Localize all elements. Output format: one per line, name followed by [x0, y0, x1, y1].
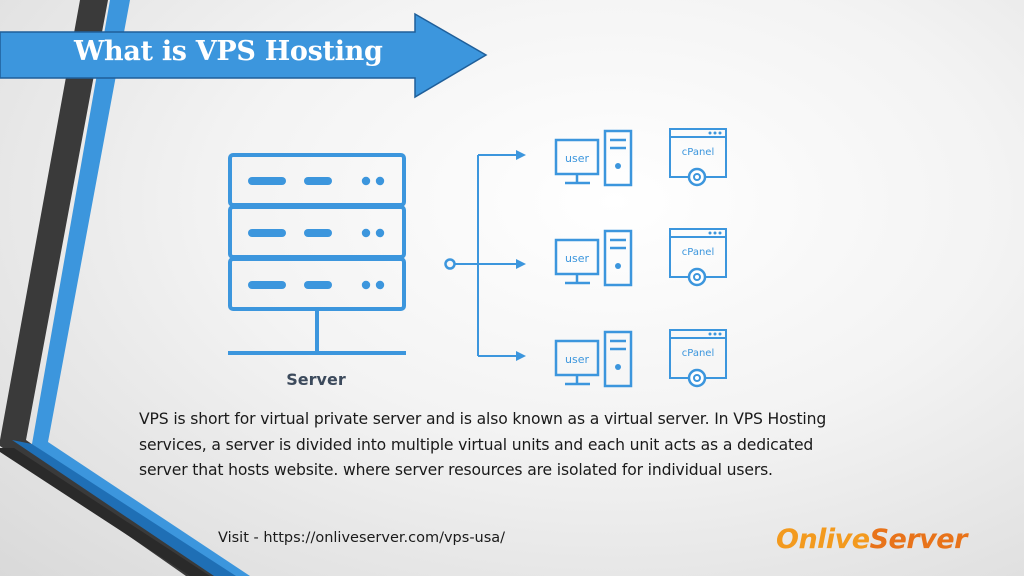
cpanel-icon	[669, 329, 727, 388]
title-banner	[0, 12, 488, 99]
user-label: user	[565, 252, 589, 265]
arrow-heads	[516, 150, 526, 361]
cpanel-label: cPanel	[682, 247, 714, 258]
description-text: VPS is short for virtual private server …	[139, 410, 827, 479]
user-computer-icon	[554, 129, 633, 187]
connector-lines	[444, 154, 518, 357]
server-indicator-lights	[248, 176, 385, 290]
user-label: user	[565, 353, 589, 366]
cpanel-icon	[669, 228, 727, 287]
onlive-server-logo: OnliveServer	[776, 524, 967, 555]
user-computer-icon	[554, 330, 633, 388]
user-label: user	[565, 152, 589, 165]
page-title: What is VPS Hosting	[74, 36, 383, 67]
cpanel-icon	[669, 128, 727, 187]
user-computer-icon	[554, 229, 633, 287]
visit-link[interactable]: Visit - https://onliveserver.com/vps-usa…	[218, 530, 506, 546]
server-label: Server	[286, 370, 346, 389]
logo-word-onlive: Onlive	[776, 524, 870, 555]
server-icon	[228, 153, 406, 355]
cpanel-label: cPanel	[682, 348, 714, 359]
logo-word-server: Server	[869, 524, 968, 555]
cpanel-label: cPanel	[682, 147, 714, 158]
